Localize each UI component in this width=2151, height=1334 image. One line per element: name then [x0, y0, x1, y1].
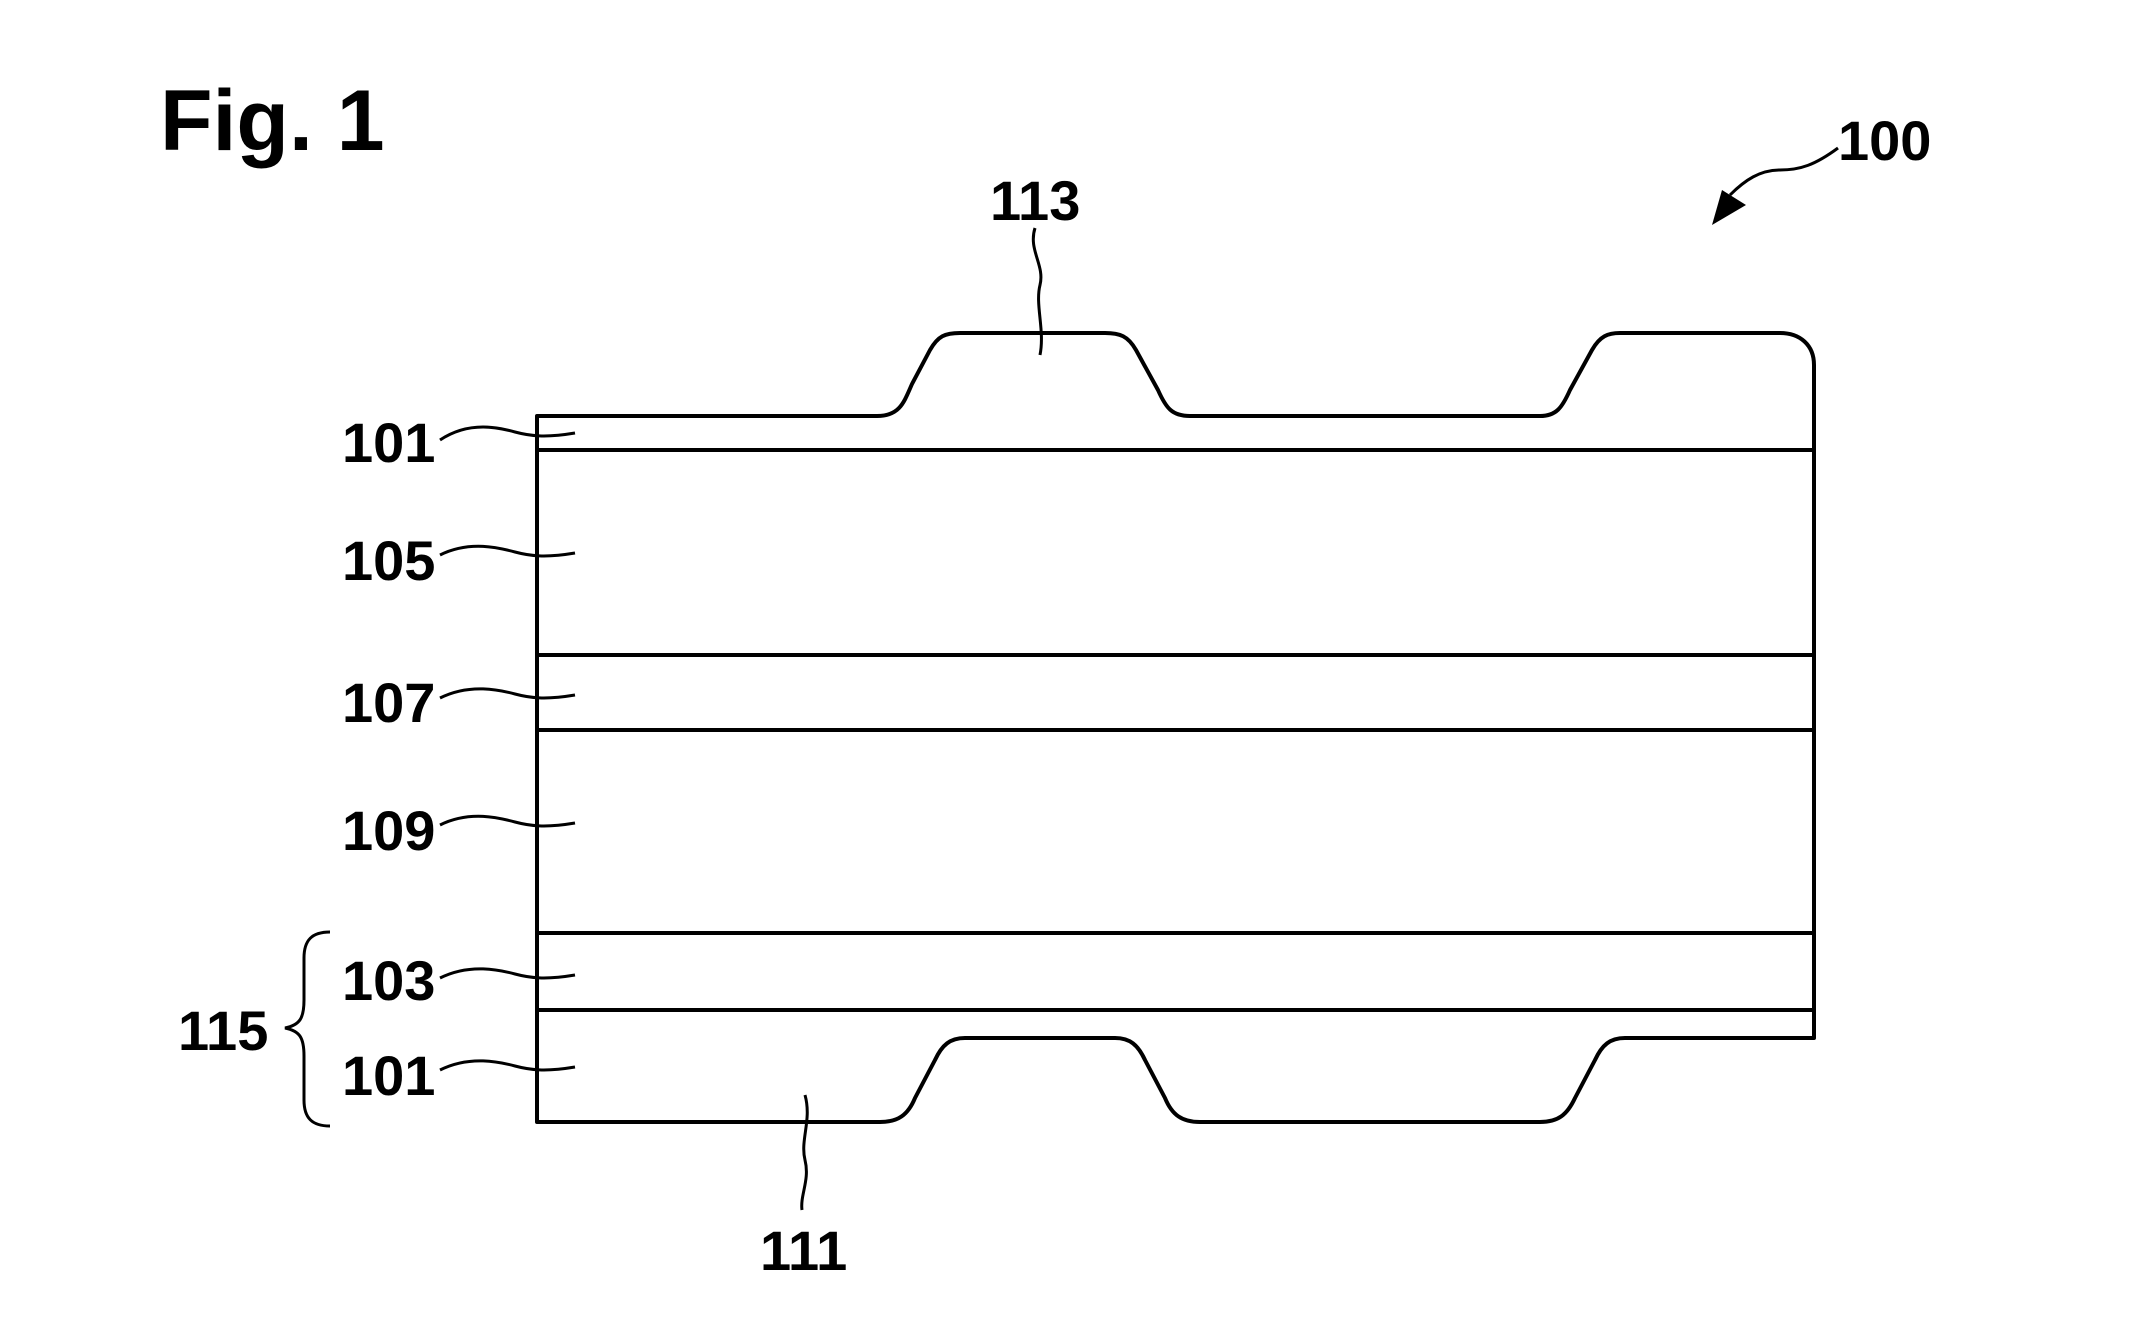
label-107: 107 [342, 671, 435, 734]
leader-111 [800, 1094, 809, 1211]
layer-101-top [535, 331, 1816, 452]
bracket-115 [284, 930, 331, 1128]
layer-105 [535, 448, 1816, 657]
figure-title: Fig. 1 [160, 73, 385, 169]
label-101-bottom: 101 [342, 1044, 435, 1107]
layer-101-bottom [535, 1008, 1816, 1124]
leader-103 [439, 967, 576, 980]
label-105: 105 [342, 529, 435, 592]
layer-107 [535, 653, 1816, 732]
label-111: 111 [760, 1219, 847, 1282]
device-reference-leader [1728, 146, 1839, 197]
label-113: 113 [990, 169, 1080, 232]
leader-105 [439, 544, 576, 558]
layer-109 [535, 728, 1816, 935]
leader-107 [439, 687, 576, 700]
layer-103 [535, 931, 1816, 1012]
leader-113 [1031, 227, 1043, 356]
leader-101-bottom [439, 1059, 576, 1072]
label-101-top: 101 [342, 411, 435, 474]
label-115: 115 [178, 999, 268, 1062]
device-reference-label: 100 [1838, 109, 1931, 172]
leader-101-top [439, 425, 576, 442]
leader-109 [439, 814, 576, 828]
label-103: 103 [342, 949, 435, 1012]
arrow-head-icon [1712, 190, 1746, 225]
label-109: 109 [342, 799, 435, 862]
